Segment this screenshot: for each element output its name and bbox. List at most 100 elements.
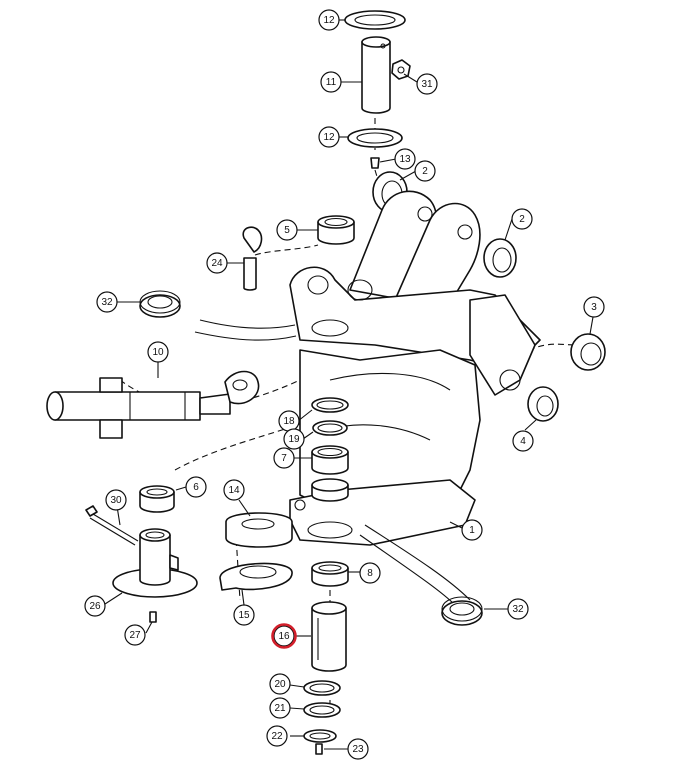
seal-32-left [139, 290, 181, 318]
callout-circle [147, 341, 169, 363]
callout-1: 1 [461, 519, 483, 541]
callout-circle [273, 625, 295, 647]
ring-19 [312, 420, 348, 436]
screw-27 [149, 611, 157, 623]
callout-circle [394, 148, 416, 170]
callout-number: 19 [288, 434, 300, 445]
callout-6: 6 [185, 476, 207, 498]
bushing-7 [311, 445, 349, 475]
snap-ring-18 [311, 397, 349, 413]
callout-12: 12 [318, 126, 340, 148]
callout-circle [318, 126, 340, 148]
callout-number: 3 [591, 302, 597, 313]
swing-post-26 [112, 528, 198, 598]
callout-8: 8 [359, 562, 381, 584]
ring-21 [303, 702, 341, 718]
callout-30: 30 [105, 489, 127, 511]
callout-19: 19 [283, 428, 305, 450]
washer-12-top [344, 10, 406, 30]
nut-31 [391, 59, 411, 80]
callout-32: 32 [96, 291, 118, 313]
callout-4: 4 [512, 430, 534, 452]
callout-circle [507, 598, 529, 620]
callout-circle [185, 476, 207, 498]
bolt-30 [85, 505, 139, 546]
callout-circle [511, 208, 533, 230]
callout-number: 16 [278, 631, 290, 642]
lock-pin-24 [242, 226, 263, 291]
callout-3: 3 [583, 296, 605, 318]
leader-lines [104, 19, 594, 750]
callout-number: 13 [399, 154, 411, 165]
bushing-5 [317, 215, 355, 245]
callout-12: 12 [318, 9, 340, 31]
callout-7: 7 [273, 447, 295, 469]
callout-circle [124, 624, 146, 646]
callout-circle [206, 252, 228, 274]
callout-number: 27 [129, 630, 141, 641]
callout-2: 2 [511, 208, 533, 230]
callout-circle [273, 447, 295, 469]
callout-number: 14 [228, 485, 240, 496]
bushing-3 [570, 333, 606, 371]
callout-number: 22 [271, 731, 283, 742]
callout-circle [105, 489, 127, 511]
callout-number: 12 [323, 132, 335, 143]
screw-23 [315, 743, 323, 755]
callout-circle [512, 430, 534, 452]
plate-15 [219, 562, 293, 591]
callout-circle [283, 428, 305, 450]
callout-circle [276, 219, 298, 241]
callout-number: 20 [274, 679, 286, 690]
callout-circle [269, 673, 291, 695]
callout-13: 13 [394, 148, 416, 170]
callout-number: 26 [89, 601, 101, 612]
callout-5: 5 [276, 219, 298, 241]
washer-12-lower [347, 128, 403, 148]
callout-2: 2 [414, 160, 436, 182]
callout-31: 31 [416, 73, 438, 95]
callout-circle [96, 291, 118, 313]
callout-circle [269, 697, 291, 719]
callout-circle [223, 479, 245, 501]
callout-24: 24 [206, 252, 228, 274]
callout-number: 7 [281, 453, 287, 464]
callout-15: 15 [233, 604, 255, 626]
callout-number: 10 [152, 347, 164, 358]
callout-number: 8 [367, 568, 373, 579]
callout-number: 23 [352, 744, 364, 755]
callout-circle [320, 71, 342, 93]
callout-number: 30 [110, 495, 122, 506]
callout-number: 31 [421, 79, 433, 90]
bushing-4 [527, 386, 559, 422]
callout-number: 18 [283, 416, 295, 427]
callout-number: 24 [211, 258, 223, 269]
pin-16 [311, 601, 347, 672]
callout-circle [414, 160, 436, 182]
callout-circle [318, 9, 340, 31]
callout-circle [359, 562, 381, 584]
seal-32-right [441, 596, 483, 626]
bushing-8 [311, 561, 349, 587]
callout-22: 22 [266, 725, 288, 747]
callout-11: 11 [320, 71, 342, 93]
callout-27: 27 [124, 624, 146, 646]
callout-circle [461, 519, 483, 541]
ring-20 [303, 680, 341, 696]
callout-14: 14 [223, 479, 245, 501]
callout-number: 21 [274, 703, 286, 714]
bushing-2-right [483, 238, 517, 278]
snap-ring-22 [303, 729, 337, 743]
callout-18: 18 [278, 410, 300, 432]
callout-circle [266, 725, 288, 747]
callout-circle [416, 73, 438, 95]
callout-number: 2 [422, 166, 428, 177]
callout-20: 20 [269, 673, 291, 695]
callout-circle [233, 604, 255, 626]
callout-circle [347, 738, 369, 760]
shim-14 [225, 512, 293, 548]
callout-32: 32 [507, 598, 529, 620]
callout-number: 1 [469, 525, 475, 536]
